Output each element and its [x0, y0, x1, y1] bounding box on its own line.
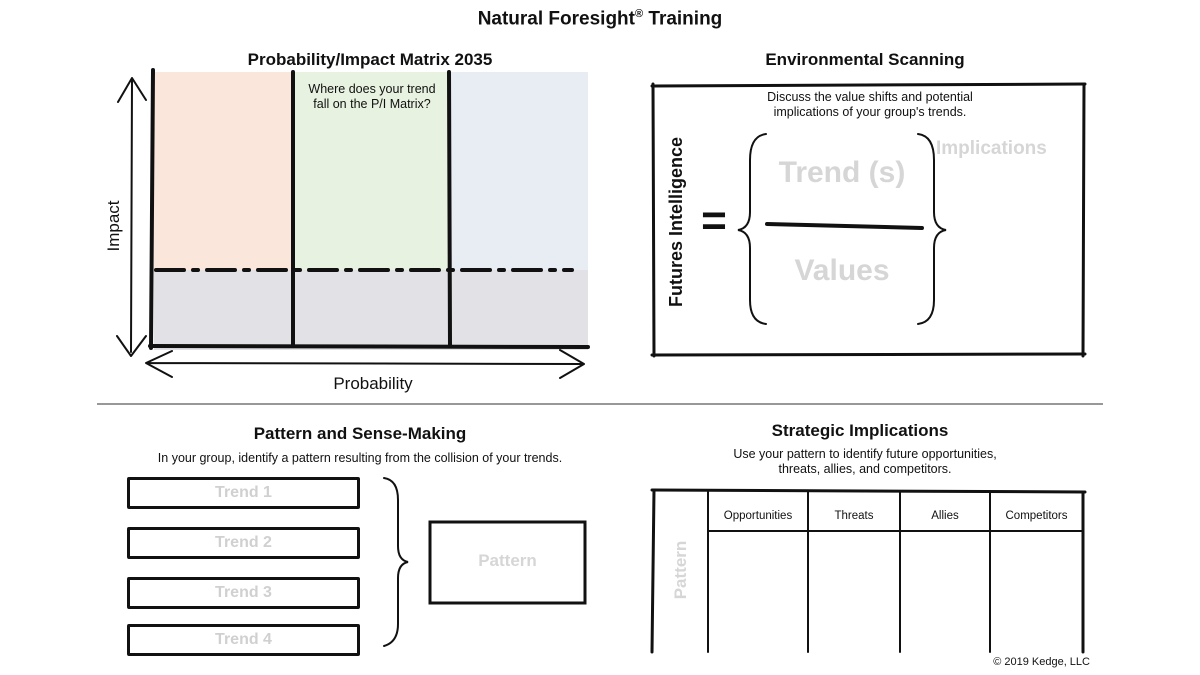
probability-arrow	[145, 349, 585, 379]
pi-zone-low-impact	[154, 270, 588, 350]
strategic-top-line	[650, 488, 1087, 494]
page-title-suffix: Training	[643, 8, 723, 30]
pi-zone-high-probability	[450, 72, 588, 272]
env-box-right	[1081, 82, 1086, 358]
strategic-desc-line-1: Use your pattern to identify future oppo…	[733, 447, 997, 461]
pi-matrix-title: Probability/Impact Matrix 2035	[247, 50, 493, 69]
pattern-brace-icon	[383, 477, 409, 647]
strategic-desc: Use your pattern to identify future oppo…	[700, 447, 1030, 477]
right-brace-icon	[917, 133, 947, 325]
trend-box-1: Trend 1	[127, 477, 360, 509]
env-desc-line-2: implications of your group's trends.	[773, 105, 967, 119]
col-header-allies: Allies	[931, 510, 959, 522]
implications-label: Implications	[936, 138, 1047, 159]
trend-box-3: Trend 3	[127, 577, 360, 609]
env-box-bottom	[650, 352, 1087, 357]
env-box-left	[651, 82, 656, 358]
pi-zone-mid-probability	[294, 72, 450, 272]
pattern-result-box	[428, 520, 587, 605]
env-box-top	[650, 82, 1087, 88]
env-scanning-desc: Discuss the value shifts and potential i…	[730, 90, 1010, 120]
pi-question: Where does your trend fall on the P/I Ma…	[296, 82, 448, 112]
fraction-bar	[765, 222, 924, 230]
pattern-title: Pattern and Sense-Making	[253, 424, 467, 443]
pi-bottom-axis-line	[148, 344, 590, 349]
strategic-row-label: Pattern	[671, 540, 690, 600]
strategic-desc-line-2: threats, allies, and competitors.	[778, 462, 952, 476]
pi-question-line-1: Where does your trend	[308, 82, 436, 96]
pi-left-axis-line	[149, 68, 155, 350]
strategic-left-line	[650, 488, 656, 654]
equals-sign: =	[701, 196, 727, 245]
impact-axis-label: Impact	[104, 200, 123, 252]
col-header-opportunities: Opportunities	[723, 510, 793, 522]
page-title: Natural Foresight® Training	[0, 8, 1200, 30]
impact-arrow	[116, 77, 147, 357]
pi-question-line-2: fall on the P/I Matrix?	[313, 97, 431, 111]
trend-box-4: Trend 4	[127, 624, 360, 656]
col-header-threats: Threats	[834, 510, 874, 522]
futures-intelligence-label: Futures Intelligence	[666, 136, 686, 308]
pattern-desc: In your group, identify a pattern result…	[157, 451, 563, 465]
pi-zone-low-probability	[154, 72, 294, 272]
pi-divider-2	[447, 70, 452, 348]
denominator-values: Values	[794, 254, 890, 287]
env-scanning-title: Environmental Scanning	[765, 50, 965, 69]
page-title-text: Natural Foresight	[477, 8, 635, 30]
copyright: © 2019 Kedge, LLC	[993, 656, 1090, 668]
registered-mark: ®	[635, 8, 644, 20]
pattern-result-label: Pattern	[478, 551, 537, 570]
env-desc-line-1: Discuss the value shifts and potential	[767, 90, 973, 104]
probability-axis-label: Probability	[333, 374, 413, 393]
trend-box-2: Trend 2	[127, 527, 360, 559]
strategic-title: Strategic Implications	[771, 421, 949, 440]
left-brace-icon	[737, 133, 767, 325]
col-header-competitors: Competitors	[1005, 510, 1068, 522]
numerator-trends: Trend (s)	[778, 156, 906, 189]
